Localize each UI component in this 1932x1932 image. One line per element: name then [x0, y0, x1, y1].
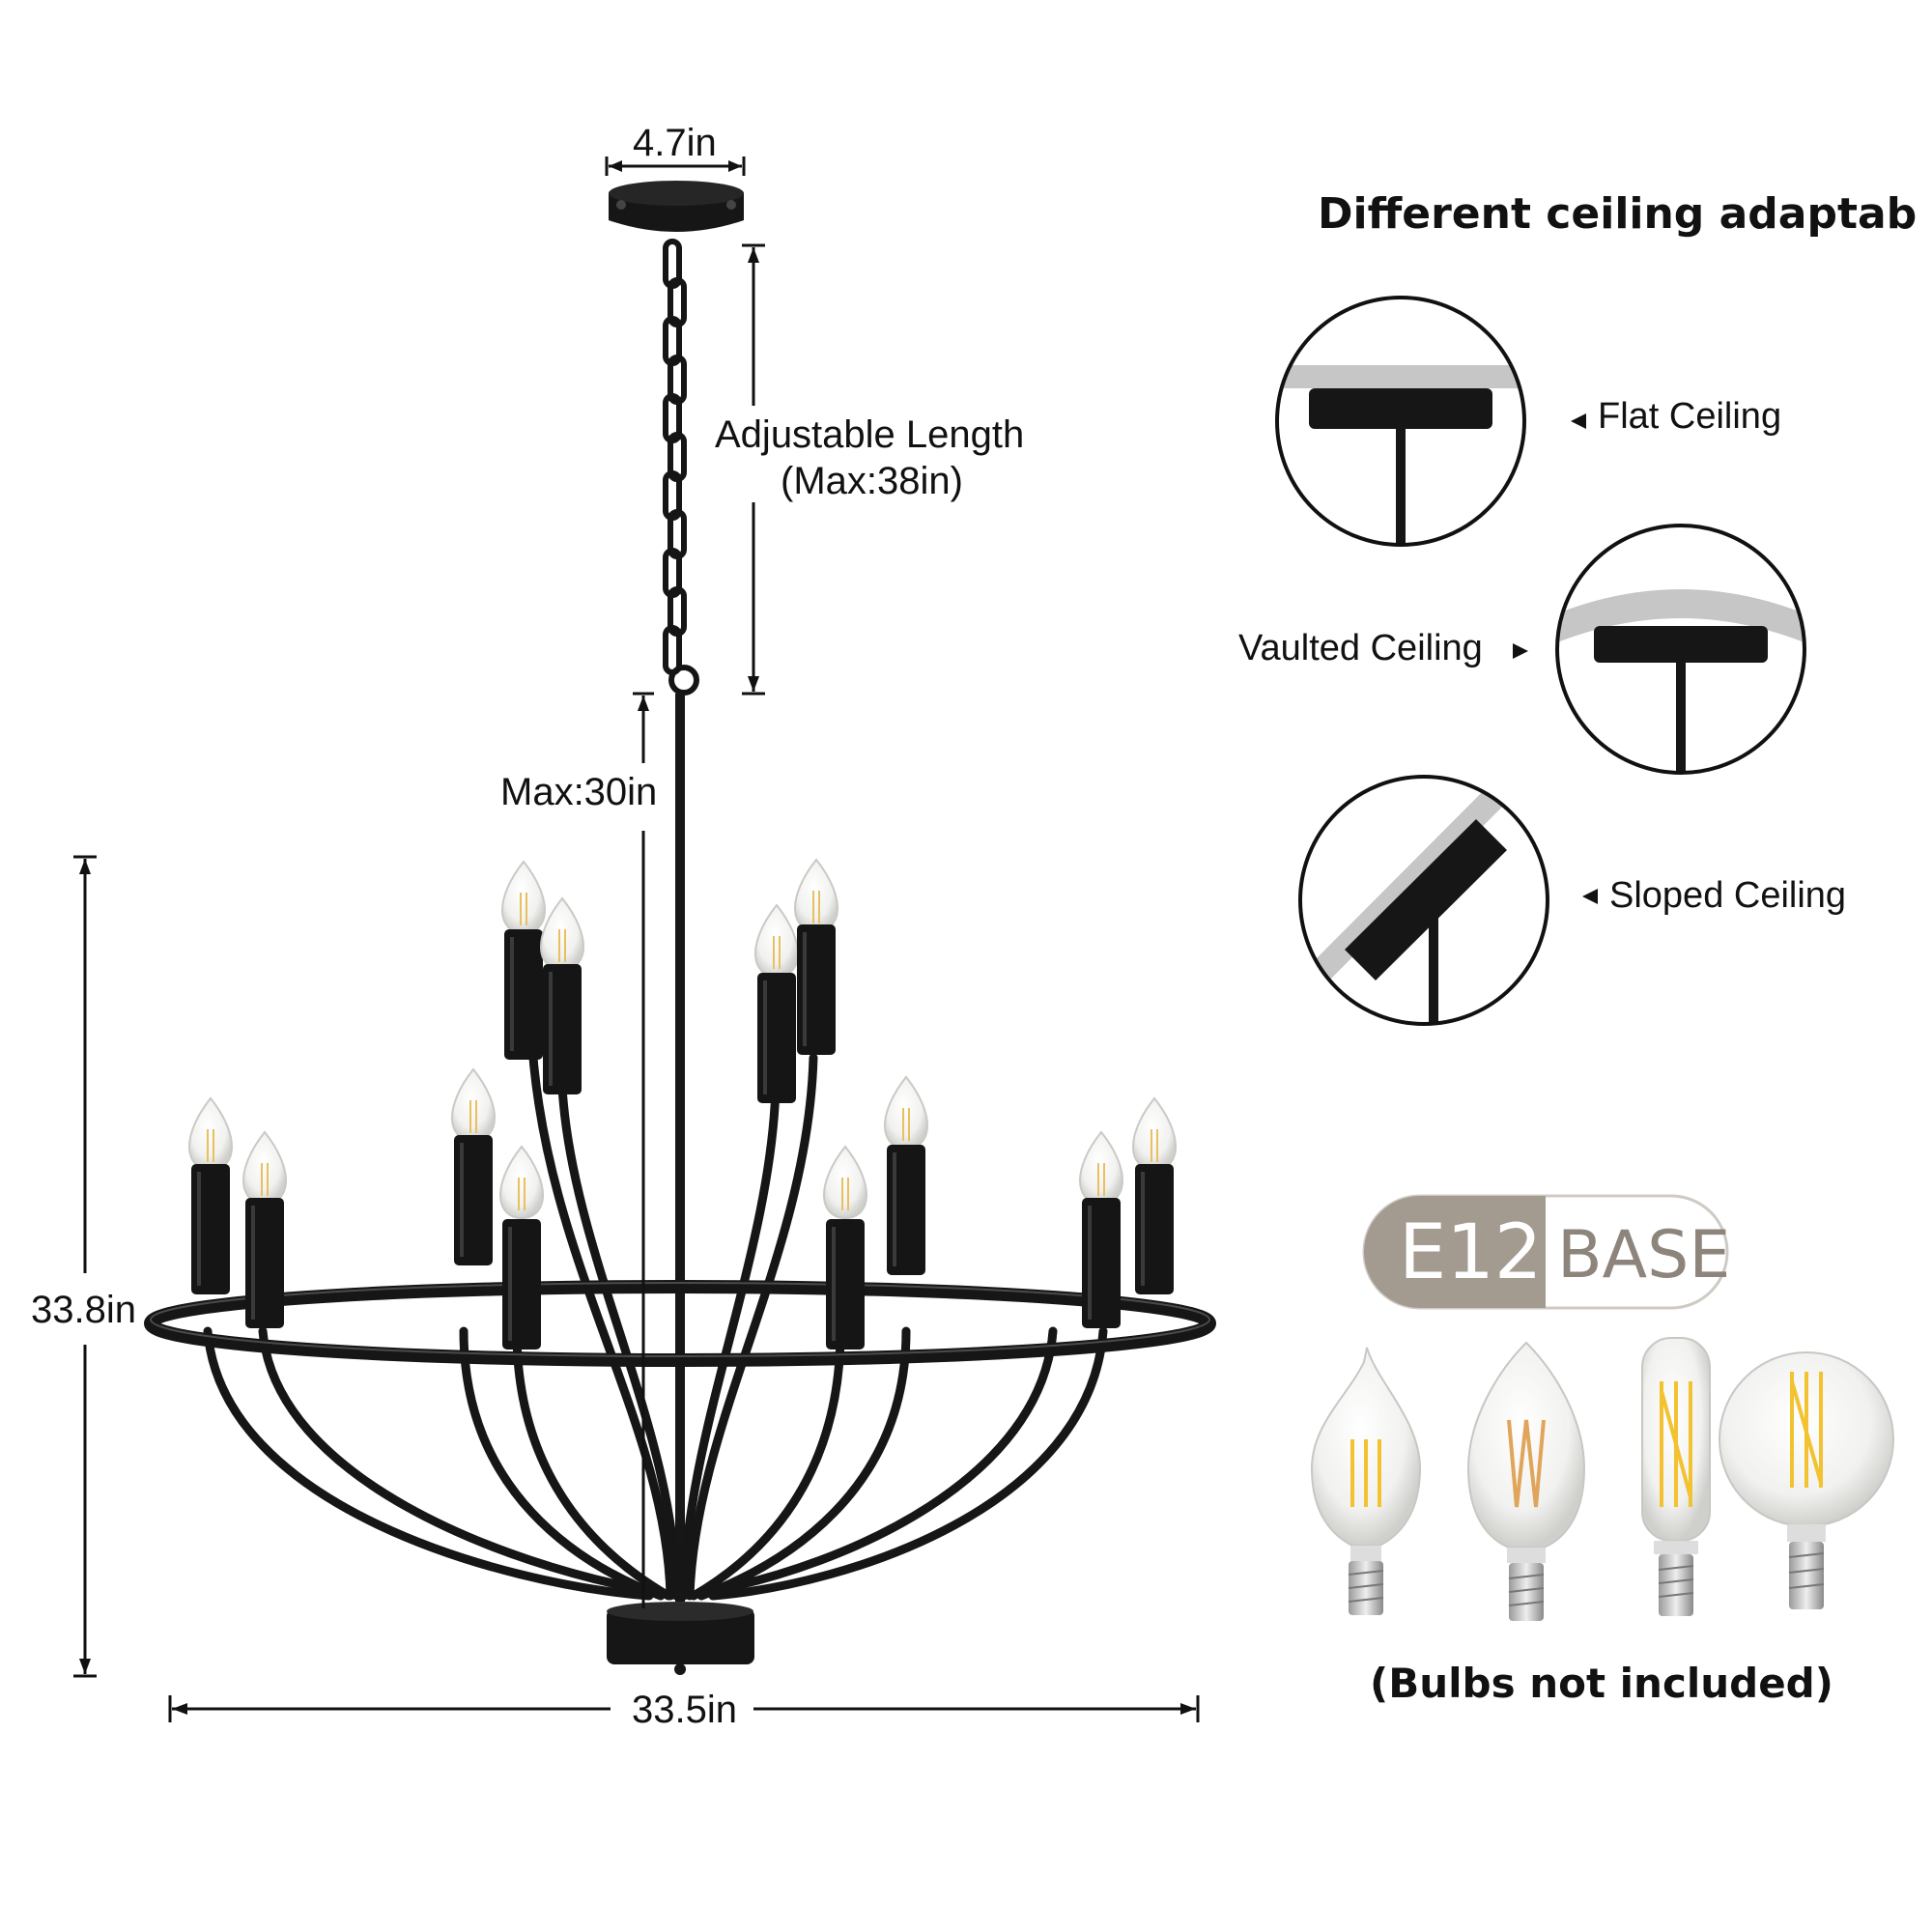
flat-ceiling-mount-icon	[1275, 296, 1526, 547]
candle-bulb-icon	[1466, 1341, 1586, 1621]
center-rod	[675, 694, 685, 1602]
tubular-bulb-icon	[1641, 1337, 1711, 1616]
chandelier-icon	[144, 181, 1216, 1675]
adjustable-length-max-label: (Max:38in)	[781, 460, 963, 502]
base-code-label: E12	[1399, 1209, 1543, 1296]
globe-bulb-icon	[1719, 1351, 1894, 1609]
bottom-hub	[607, 1608, 754, 1664]
pointer-arrows	[1513, 413, 1598, 904]
max-rod-label: Max:30in	[500, 771, 658, 813]
chain	[663, 239, 699, 696]
flame-tip-bulb-icon	[1310, 1347, 1422, 1615]
vaulted-ceiling-mount-icon	[1555, 524, 1806, 775]
sloped-ceiling-mount-icon	[1298, 775, 1549, 1026]
bulbs-not-included-note: (Bulbs not included)	[1370, 1660, 1833, 1707]
sloped-ceiling-label: Sloped Ceiling	[1609, 875, 1847, 916]
chandelier-ring	[144, 1280, 1216, 1367]
vaulted-ceiling-label: Vaulted Ceiling	[1238, 628, 1483, 668]
flat-ceiling-label: Flat Ceiling	[1598, 396, 1782, 437]
chandelier-arms	[203, 1024, 1108, 1601]
adjustable-length-label: Adjustable Length	[715, 413, 1025, 456]
ceiling-section-title: Different ceiling adaptab	[1318, 189, 1918, 239]
dimension-lines	[73, 156, 1200, 1722]
canopy-width-label: 4.7in	[633, 122, 717, 164]
width-label: 33.5in	[632, 1689, 737, 1731]
height-label: 33.8in	[31, 1289, 136, 1331]
base-word-label: BASE	[1557, 1217, 1731, 1293]
e12-base-badge	[1362, 1194, 1729, 1310]
